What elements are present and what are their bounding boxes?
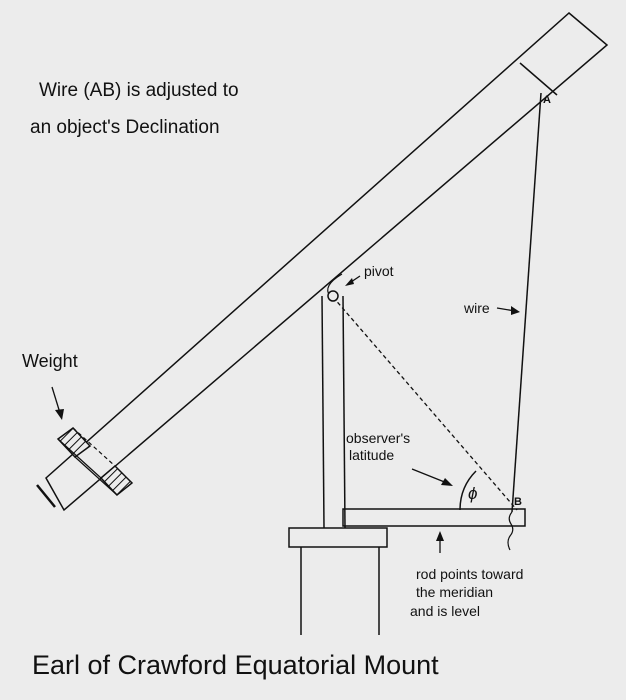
- weight-label: Weight: [22, 351, 78, 371]
- caption-line-1: Wire (AB) is adjusted to: [39, 80, 239, 101]
- pointer-arrows: [51, 275, 520, 553]
- telescope-tube: [36, 12, 609, 512]
- pivot-label: pivot: [364, 263, 394, 279]
- rod-label-line-1: rod points toward: [416, 566, 524, 582]
- latitude-label-line-2: latitude: [349, 447, 395, 463]
- phi-symbol: ϕ: [468, 484, 478, 503]
- latitude-angle-arc: [459, 470, 477, 511]
- rod-label-line-2: the meridian: [416, 584, 494, 600]
- counterweight: [56, 427, 134, 497]
- level-rod: [342, 508, 526, 527]
- rod-label-line-3: and is level: [410, 603, 481, 619]
- wire-label: wire: [464, 300, 490, 316]
- wire-ab: [507, 92, 542, 551]
- latitude-label-line-1: observer's: [346, 430, 411, 446]
- diagram-title: Earl of Crawford Equatorial Mount: [32, 650, 439, 680]
- pivot-joint: [327, 273, 518, 511]
- caption-line-2: an object's Declination: [30, 117, 220, 138]
- point-b-label: B: [514, 496, 522, 508]
- point-a-label: A: [543, 94, 551, 106]
- base-stand: [288, 527, 388, 635]
- vertical-post: [321, 295, 346, 529]
